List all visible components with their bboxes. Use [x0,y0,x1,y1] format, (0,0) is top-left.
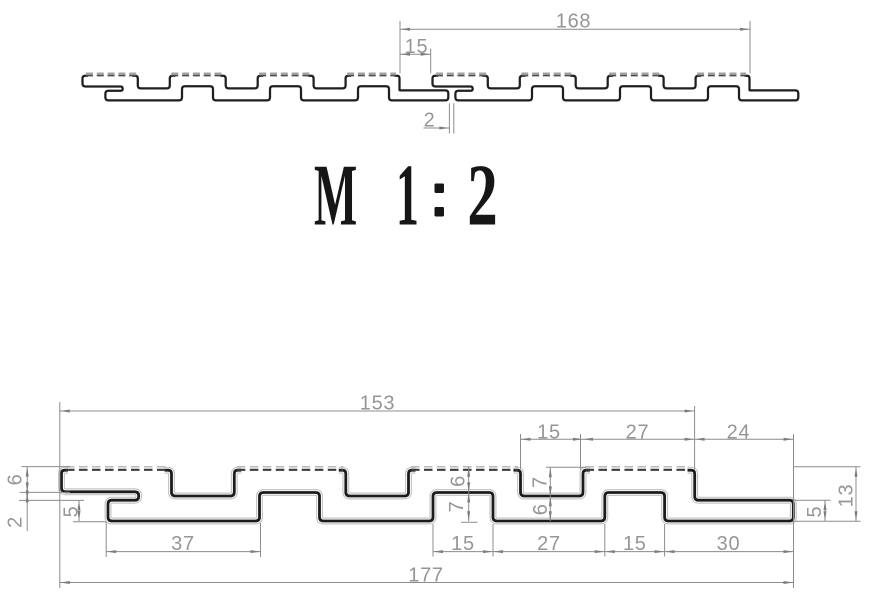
svg-text:6: 6 [530,503,552,515]
svg-text:2: 2 [467,148,497,244]
svg-text:15: 15 [623,533,647,555]
svg-text:168: 168 [556,11,591,33]
svg-text:6: 6 [447,475,469,487]
svg-text:6: 6 [5,474,27,486]
svg-text:15: 15 [451,533,475,555]
svg-text:5: 5 [61,506,83,518]
svg-text:177: 177 [408,564,443,586]
svg-text:15: 15 [405,36,429,58]
svg-text:24: 24 [727,421,751,443]
svg-text:27: 27 [537,533,561,555]
svg-text:15: 15 [537,421,561,443]
svg-text:27: 27 [626,421,650,443]
svg-text:5: 5 [804,506,826,518]
svg-text:30: 30 [717,533,741,555]
svg-text:37: 37 [171,533,195,555]
svg-text:7: 7 [529,476,551,488]
svg-text:2: 2 [424,110,436,132]
svg-text:2: 2 [5,516,27,528]
svg-text:7: 7 [446,501,468,513]
svg-text:M: M [314,148,357,245]
svg-text:153: 153 [360,392,395,414]
svg-text:1: 1 [396,148,419,245]
svg-text:13: 13 [836,484,858,508]
